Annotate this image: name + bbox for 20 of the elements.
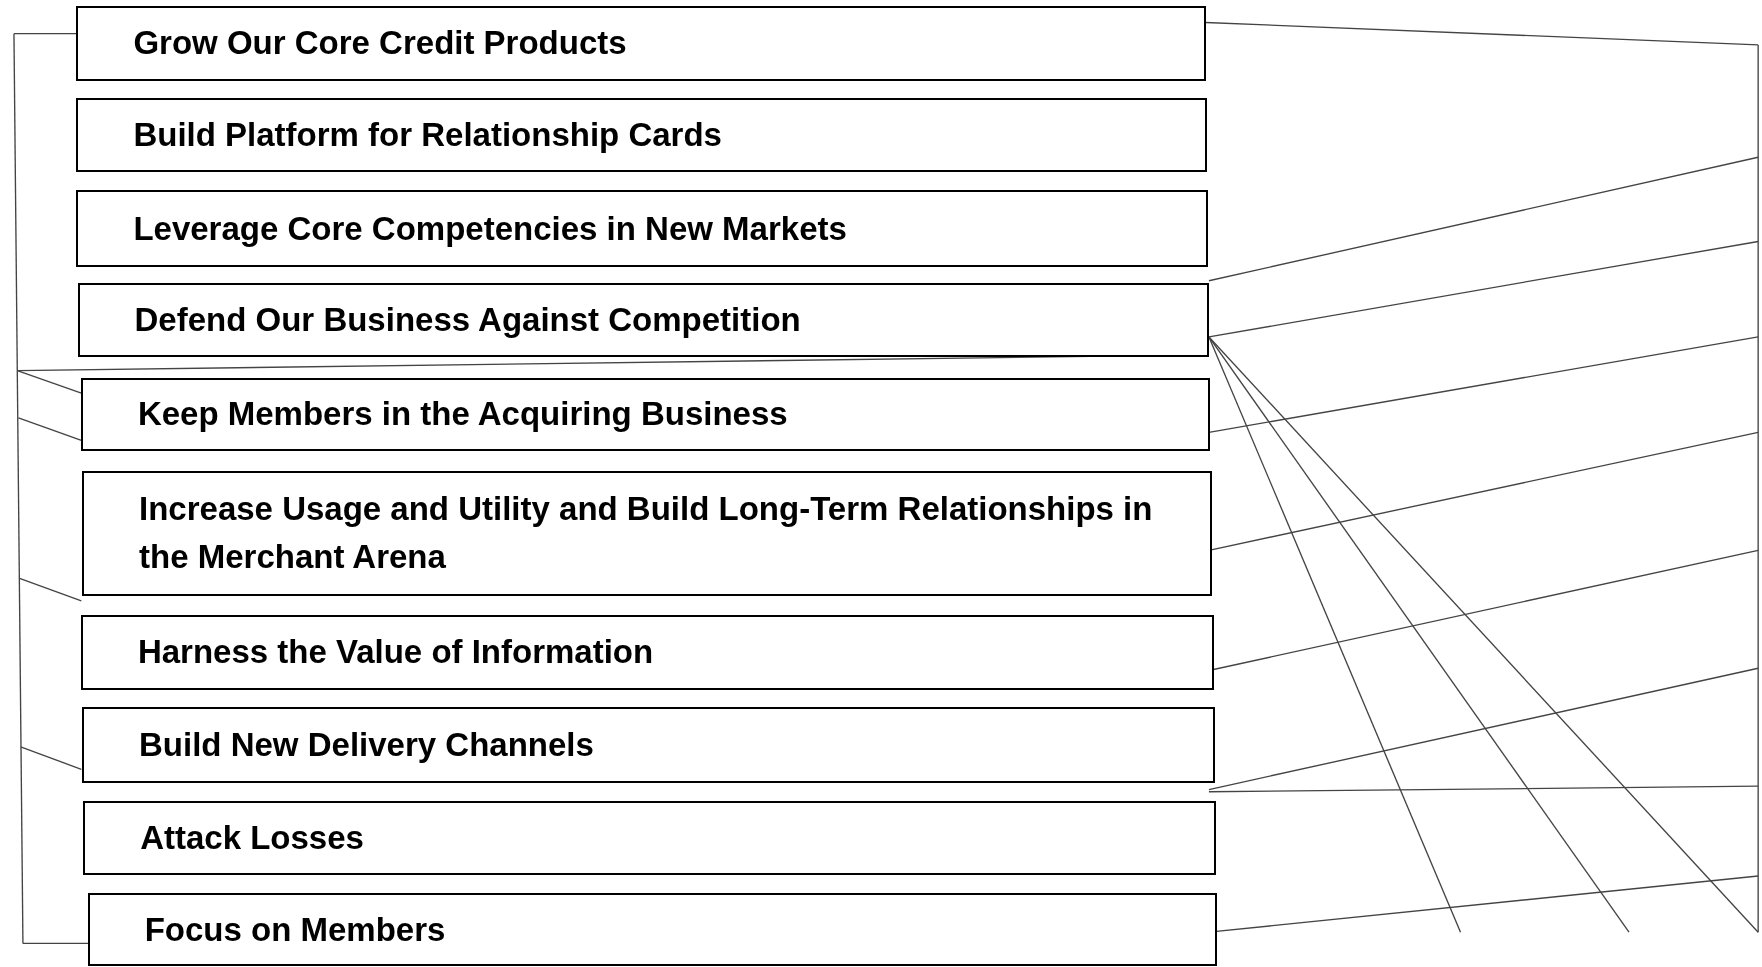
goal-box [80, 377, 1211, 451]
goal-text: Build New Delivery Channels [139, 725, 594, 765]
goal-box [80, 614, 1214, 690]
goal-box [83, 801, 1216, 876]
goal-text: Attack Losses [140, 818, 364, 859]
goal-text: Focus on Members [144, 909, 446, 950]
goal-text: Leverage Core Competencies in New Markets [133, 208, 847, 249]
goal-box [76, 5, 1206, 81]
goal-text: Increase Usage and Utility and Build Long-Term Relationships in the Merchant Arena [139, 489, 1154, 578]
goal-box [76, 97, 1207, 172]
goal-text: Harness the Value of Information [137, 632, 654, 673]
goal-text: Grow Our Core Credit Products [133, 23, 627, 64]
goal-box [77, 283, 1210, 358]
goal-box [82, 706, 1215, 784]
goal-text: Build Platform for Relationship Cards [133, 114, 722, 155]
goal-text: Keep Members in the Acquiring Business [137, 394, 788, 435]
goal-box [82, 470, 1213, 596]
goal-box [87, 893, 1217, 966]
goal-text: Defend Our Business Against Competition [134, 300, 801, 341]
goal-box [76, 189, 1208, 268]
